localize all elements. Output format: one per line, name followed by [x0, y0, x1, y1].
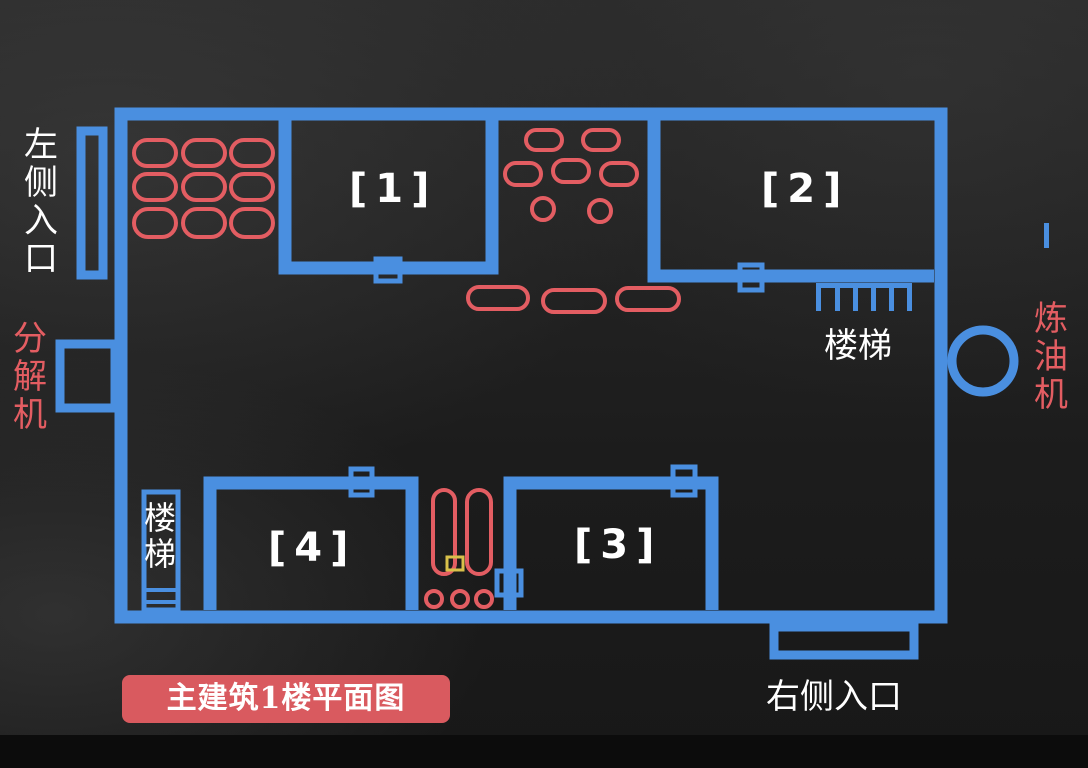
stairs-left-label: 楼梯: [143, 499, 176, 573]
room3-door: [670, 464, 698, 498]
refinery-tick: [1044, 223, 1049, 248]
decomposer-label: 分解机: [13, 319, 47, 435]
left-entrance-label: 左侧入口: [24, 125, 58, 279]
map-title: 主建筑1楼平面图: [122, 675, 450, 723]
room4-label: [4]: [268, 525, 357, 571]
outer-wall: [114, 107, 948, 624]
room1-door: [373, 256, 403, 284]
stairs-right-steps: [816, 283, 912, 311]
stairs-left-steps: [141, 489, 181, 613]
right-entrance-door: [769, 622, 919, 660]
refinery-label: 炼油机: [1034, 299, 1068, 415]
bottom-bar: [0, 735, 1088, 768]
room2-label: [2]: [761, 166, 850, 212]
right-entrance-label: 右侧入口: [766, 677, 902, 717]
room3-wall: [503, 476, 719, 610]
room4-wall: [203, 476, 419, 610]
room1-label: [1]: [349, 166, 438, 212]
decomposer-alcove: [55, 339, 120, 413]
yellow-marker: [445, 555, 465, 572]
room1-wall: [278, 120, 499, 275]
furniture-group-bottom: [424, 488, 494, 609]
furniture-group-left: [132, 138, 275, 239]
room4-door: [348, 466, 375, 498]
refinery-circle: [947, 325, 1019, 397]
furniture-group-middle: [466, 128, 681, 314]
room2-wall: [647, 120, 934, 283]
stairs-right-label: 楼梯: [824, 326, 892, 366]
room3-side-door: [494, 568, 524, 598]
room3-label: [3]: [574, 522, 663, 568]
room2-door: [737, 262, 765, 293]
left-entrance-door: [76, 126, 108, 280]
